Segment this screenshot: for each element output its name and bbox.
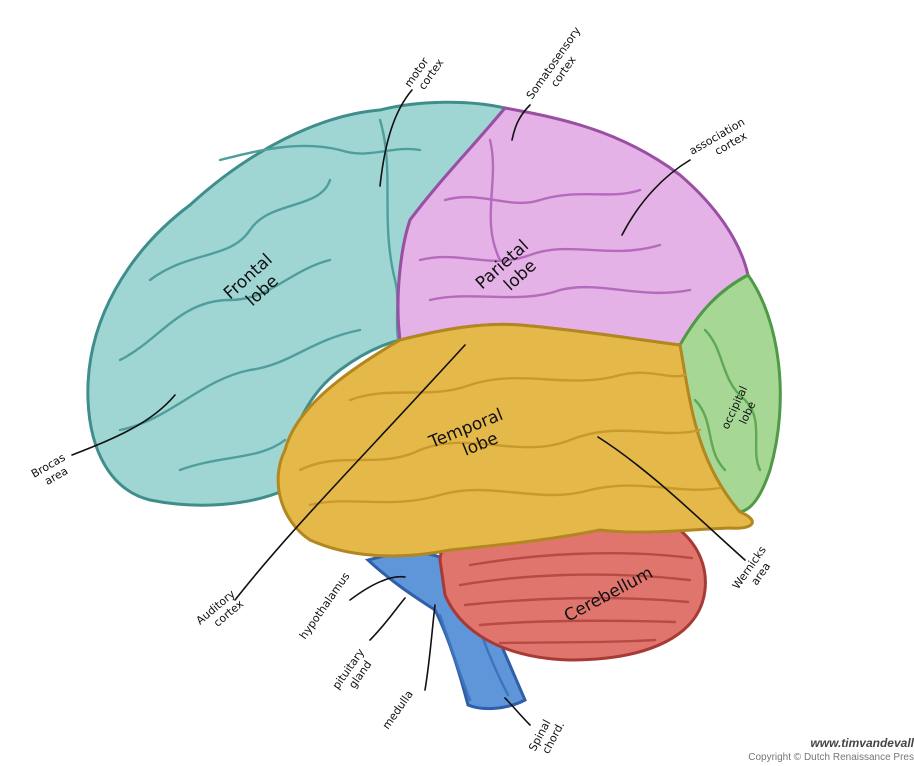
credit-website: www.timvandevall (810, 736, 914, 750)
medulla-leader (425, 605, 435, 690)
pituitary-gland-label: pituitary gland (330, 643, 380, 699)
medulla-label: medulla (380, 688, 416, 732)
hypothalamus-label: hypothalamus (297, 570, 353, 642)
wernickes-area-label: Wernicks area (730, 541, 782, 599)
brocas-area-label: Brocas area (29, 449, 77, 492)
somatosensory-cortex-label: Somatosensory cortex (524, 22, 596, 110)
motor-cortex-label: motor cortex (402, 49, 447, 98)
spinal-chord-label: Spinal chord. (526, 713, 567, 759)
pituitary-gland-leader (370, 598, 405, 640)
association-cortex-label: association cortex (687, 114, 757, 169)
credit-copyright: Copyright © Dutch Renaissance Pres (748, 752, 914, 763)
